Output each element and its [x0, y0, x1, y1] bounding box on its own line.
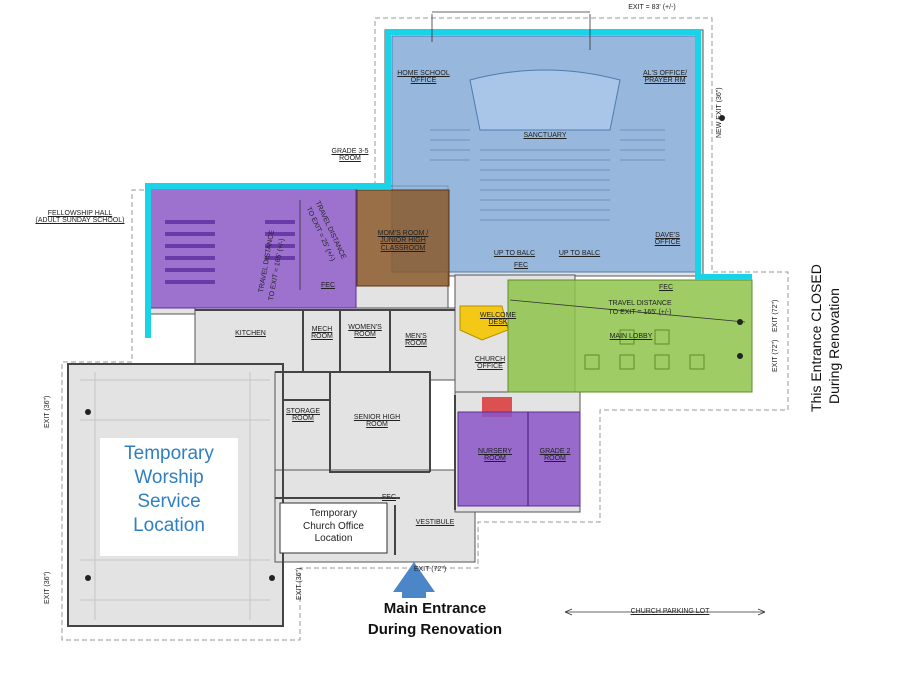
daves-office-label: DAVE'S OFFICE [654, 232, 681, 247]
fellowship-hall-label: FELLOWSHIP HALL (ADULT SUNDAY SCHOOL) [35, 210, 125, 225]
exit-distance-note: EXIT = 83' (+/-) [628, 4, 676, 11]
west-exit-1: EXIT (36") [44, 395, 51, 428]
welcome-desk-label: WELCOME DESK [479, 312, 517, 327]
parking-arrow [564, 608, 766, 616]
grade-2-label: GRADE 2 ROOM [539, 448, 571, 463]
womens-room-label: WOMEN'S ROOM [348, 324, 382, 339]
temp-worship-box [100, 438, 238, 556]
lobby-travel-1: TRAVEL DISTANCE [608, 300, 672, 307]
senior-high-label: SENIOR HIGH ROOM [353, 414, 401, 429]
east-exit-2: EXIT (72") [772, 339, 779, 372]
sanctuary-pews [430, 129, 665, 221]
mech-room-label: MECH ROOM [311, 326, 333, 341]
south-exit-2: EXIT (72") [413, 566, 447, 573]
moms-room-label: MOM'S ROOM / JUNIOR HIGH CLASSROOM [377, 230, 429, 252]
fec-label-3: FEC [382, 494, 396, 501]
property-line [61, 17, 789, 641]
east-exit-1: EXIT (72") [772, 299, 779, 332]
temp-office-box [279, 502, 388, 554]
top-dimension [431, 11, 591, 50]
parking-lot-label: CHURCH PARKING LOT [630, 608, 710, 615]
sanctuary-label: SANCTUARY [523, 132, 567, 139]
renovation-boundary [145, 29, 752, 338]
exit-markers [85, 115, 743, 581]
moms-room-zone [356, 189, 450, 287]
closed-entrance-line2: During Renovation [826, 288, 842, 404]
west-exit-2: EXIT (36") [44, 571, 51, 604]
floor-grid [80, 372, 270, 620]
welcome-desk-zone [459, 305, 509, 341]
fec-label-1: FEC [321, 282, 335, 289]
church-office-label: CHURCH OFFICE [474, 356, 506, 371]
main-lobby-zone [507, 279, 753, 393]
kitchen-label: KITCHEN [235, 330, 266, 337]
pastor-office-label: AL'S OFFICE/ PRAYER RM [642, 70, 688, 85]
chancel [469, 69, 621, 131]
south-exit-1: EXIT (36") [296, 567, 303, 600]
lobby-tables [584, 329, 705, 370]
temporary-office-callout: Temporary Church Office Location [303, 508, 364, 544]
home-school-office-label: HOME SCHOOL OFFICE [397, 70, 450, 85]
main-entrance-callout: Main Entrance During Renovation [367, 600, 503, 638]
vestibule-label: VESTIBULE [415, 519, 455, 526]
mens-room-label: MEN'S ROOM [405, 333, 427, 348]
temporary-worship-callout: Temporary Worship Service Location [124, 443, 214, 537]
travel-lines [299, 200, 746, 323]
nursery-label: NURSERY ROOM [477, 448, 513, 463]
closed-entrance-line1: This Entrance CLOSED [808, 264, 824, 412]
fec-label-2: FEC [659, 284, 673, 291]
new-exit-label: NEW EXIT (36") [716, 87, 723, 138]
up-to-balcony-1: UP TO BALC [493, 250, 536, 257]
grade-3-5-label: GRADE 3-5 ROOM [331, 148, 369, 163]
main-entrance-arrow [393, 562, 435, 598]
lobby-travel-2: TO EXIT = 165' (+/-) [608, 309, 672, 316]
up-to-balcony-2: UP TO BALC [558, 250, 601, 257]
nursery-grade2-zone [457, 411, 581, 507]
storage-room-label: STORAGE ROOM [285, 408, 321, 423]
fellowship-chairs [165, 220, 295, 284]
main-lobby-label: MAIN LOBBY [609, 333, 653, 340]
walls [67, 309, 456, 627]
fec-label-4: FEC [514, 262, 528, 269]
